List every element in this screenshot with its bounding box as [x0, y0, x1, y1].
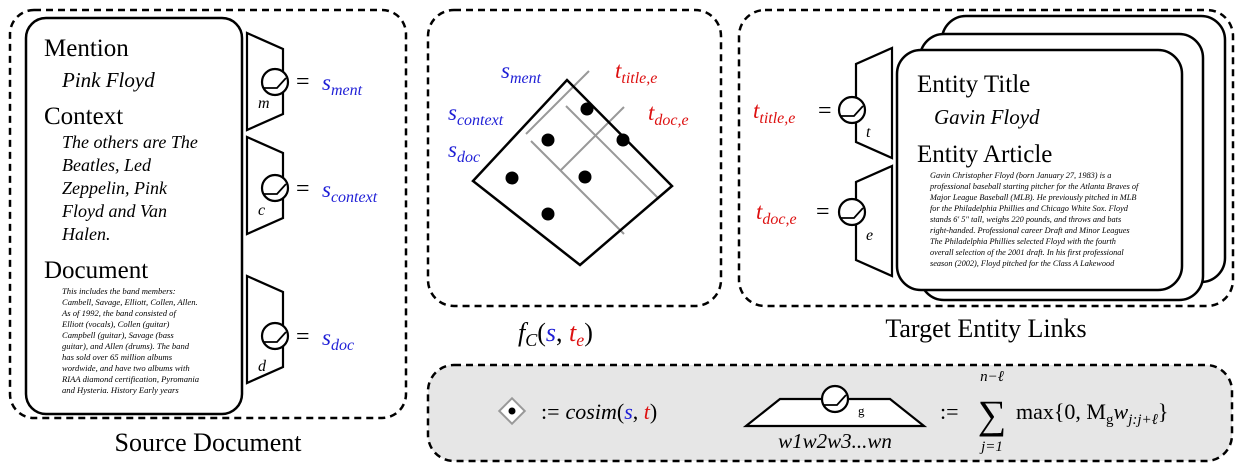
interaction-grid [471, 70, 674, 267]
cosim-definition: :=cosim(s, t) [497, 396, 657, 426]
t-doc-e-label: tdoc,e [756, 199, 797, 228]
article-line: professional baseball starting pitcher f… [929, 182, 1140, 191]
grid-cell-dot [578, 170, 592, 184]
mention-encoder: m = sment [245, 31, 363, 132]
document-line: has sold over 65 million albums [62, 352, 173, 362]
grid-label-t-doc-e: tdoc,e [648, 100, 689, 129]
source-panel: Mention Pink Floyd Context The others ar… [8, 8, 408, 457]
grid-outline [471, 78, 674, 267]
encoder-letter: m [258, 95, 270, 112]
document-body: This includes the band members: Cambell,… [61, 286, 199, 395]
entity-article-body: Gavin Christopher Floyd (born January 27… [929, 171, 1140, 268]
grid-cell-dot [541, 207, 555, 221]
sum-upper-bound: n−ℓ [980, 369, 1004, 385]
encoder-letter: d [258, 358, 267, 375]
encoder-letter: e [866, 227, 873, 244]
source-panel-border [8, 8, 408, 420]
s-ment-label: sment [322, 70, 363, 99]
document-line: wordwide, and have two albums with [62, 363, 190, 373]
document-line: This includes the band members: [62, 286, 176, 296]
encoder-letter: c [258, 202, 265, 219]
scoring-panel-border [426, 8, 723, 308]
scoring-panel: sment scontext sdoc ttitle,e tdoc,e fC(s… [426, 8, 723, 350]
entity-card-front [895, 48, 1184, 292]
grid-cell-dot [616, 133, 630, 147]
scoring-function-caption: fC(s, te) [518, 318, 593, 350]
source-panel-caption: Source Document [114, 428, 302, 457]
encoder-neuron-icon [837, 95, 867, 125]
context-line: Floyd and Van [61, 201, 167, 221]
article-line: overall selection of the 2001 draft. In … [930, 248, 1124, 257]
mention-text: Pink Floyd [61, 68, 155, 92]
grid-label-s-doc: sdoc [448, 137, 480, 166]
context-line: Halen. [61, 224, 111, 244]
article-line: Major League Baseball (MLB). He previous… [929, 193, 1136, 202]
context-encoder: c = scontext [245, 135, 378, 236]
document-line: guitar), and Allen (drums). The band [62, 341, 190, 351]
article-line: Gavin Christopher Floyd (born January 27… [930, 171, 1111, 180]
grid-cell-dot [541, 133, 555, 147]
article-line: for the Philadelphia Phillies and Chicag… [930, 204, 1129, 213]
target-panel-caption: Target Entity Links [885, 314, 1086, 343]
entity-title-text: Gavin Floyd [934, 105, 1040, 129]
encoder-equals: = [818, 98, 832, 124]
document-line: RIAA diamond certification, Pyromania [61, 374, 199, 384]
mention-heading: Mention [44, 35, 129, 62]
sum-definition: := n−ℓ ∑ j=1 max{0, Mgwj:j+ℓ} [940, 369, 1168, 455]
article-encoder: e tdoc,e = [756, 164, 894, 278]
s-doc-label: sdoc [322, 325, 354, 354]
grid-cell-dot [505, 171, 519, 185]
grid-label-t-title-e: ttitle,e [615, 58, 657, 87]
encoder-neuron-icon [260, 173, 290, 203]
title-encoder: t ttitle,e = [753, 46, 894, 160]
encoder-definition: g w1w2w3...wn [742, 384, 928, 453]
s-context-label: scontext [322, 177, 378, 206]
article-line: right-handed. Professional career Draft … [930, 226, 1130, 235]
grid-label-s-ment: sment [501, 58, 542, 87]
legend-panel: :=cosim(s, t) g w1w2w3...wn := n−ℓ ∑ j=1… [426, 363, 1234, 463]
encoder-equals: = [296, 176, 310, 202]
sum-lower-bound: j=1 [979, 439, 1003, 455]
encoder-equals: = [296, 324, 310, 350]
encoder-neuron-icon [820, 384, 850, 414]
sum-define-operator: := [940, 399, 959, 424]
entity-article-heading: Entity Article [917, 141, 1052, 168]
article-line: season (2002), Floyd pitched for the Cla… [930, 259, 1115, 268]
context-line: The others are The [62, 132, 198, 152]
t-title-e-label: ttitle,e [753, 98, 795, 127]
encoder-neuron-icon [260, 321, 290, 351]
cosim-formula: :=cosim(s, t) [541, 399, 657, 424]
target-panel-border [737, 8, 1235, 308]
grid-cell-dot [580, 102, 594, 116]
document-encoder: d = sdoc [245, 274, 354, 385]
document-heading: Document [44, 257, 148, 284]
document-line: Elliott (vocals), Collen (guitar) [61, 319, 170, 329]
context-heading: Context [44, 103, 123, 130]
encoder-equals: = [296, 69, 310, 95]
target-panel: Entity Title Gavin Floyd Entity Article … [737, 8, 1235, 343]
document-line: As of 1992, the band consisted of [61, 308, 177, 318]
source-document-card [24, 16, 244, 416]
encoder-neuron-icon [260, 67, 290, 97]
grid-label-s-context: scontext [448, 100, 504, 129]
sum-body: max{0, Mgwj:j+ℓ} [1016, 399, 1168, 428]
document-line: and Hysteria. History Early years [62, 385, 179, 395]
context-line: Zeppelin, Pink [62, 178, 168, 198]
article-line: The Philadelphia Phillies selected Floyd… [930, 237, 1116, 246]
article-line: stands 6' 5" tall, weighs 220 pounds, an… [930, 215, 1121, 224]
encoder-neuron-icon [837, 197, 867, 227]
encoder-subscript: g [858, 403, 865, 418]
encoder-letter: t [866, 124, 871, 141]
grid-cell-dot-icon [508, 407, 516, 415]
context-line: Beatles, Led [62, 155, 152, 175]
document-line: Campbell (guitar), Savage (bass [62, 330, 174, 340]
sum-symbol-icon: ∑ [978, 392, 1007, 437]
encoder-equals: = [816, 199, 830, 225]
entity-title-heading: Entity Title [917, 71, 1030, 98]
document-line: Cambell, Savage, Elliott, Collen, Allen. [62, 297, 198, 307]
encoder-tokens: w1w2w3...wn [778, 429, 892, 453]
